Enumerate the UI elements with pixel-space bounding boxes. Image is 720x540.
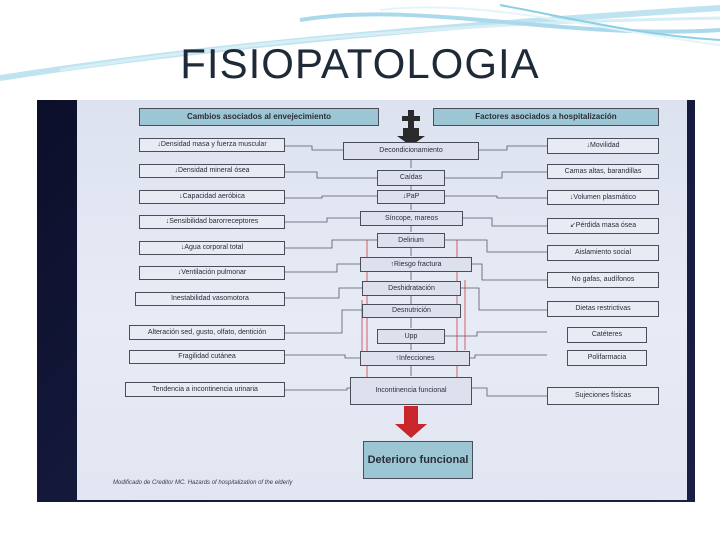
diagram-photo: Cambios asociados al envejecimiento Fact… bbox=[37, 100, 695, 502]
left-item-vasomotor: Inestabilidad vasomotora bbox=[135, 292, 285, 306]
right-item-beds: Camas altas, barandillas bbox=[547, 164, 659, 179]
left-item-ventilation: ↓Ventilación pulmonar bbox=[139, 266, 285, 280]
center-infections: ↑Infecciones bbox=[360, 351, 470, 366]
center-fracture-risk: ↑Riesgo fractura bbox=[360, 257, 472, 272]
left-item-body-water: ↓Agua corporal total bbox=[139, 241, 285, 255]
center-dehydration: Deshidratación bbox=[362, 281, 461, 296]
diagram-paper: Cambios asociados al envejecimiento Fact… bbox=[77, 100, 687, 500]
header-aging-changes: Cambios asociados al envejecimiento bbox=[139, 108, 379, 126]
right-item-mobility: ↓Movilidad bbox=[547, 138, 659, 154]
left-item-incontinence: Tendencia a incontinencia urinaria bbox=[125, 382, 285, 397]
slide-title: FISIOPATOLOGIA bbox=[180, 40, 540, 87]
right-item-plasma-volume: ↓Volumen plasmático bbox=[547, 190, 659, 205]
center-delirium: Delirium bbox=[377, 233, 445, 248]
right-item-social-isolation: Aislamiento social bbox=[547, 245, 659, 261]
left-item-aerobic: ↓Capacidad aeróbica bbox=[139, 190, 285, 204]
decorative-swoosh bbox=[0, 0, 720, 81]
center-falls: Caídas bbox=[377, 170, 445, 186]
left-item-bone-density: ↓Densidad mineral ósea bbox=[139, 164, 285, 178]
center-functional-incontinence: Incontinencia funcional bbox=[350, 377, 472, 405]
center-deconditioning: Decondicionamiento bbox=[343, 142, 479, 160]
right-item-polypharmacy: Polifarmacia bbox=[567, 350, 647, 366]
connector-lines bbox=[285, 110, 547, 438]
center-pap: ↓PaP bbox=[377, 190, 445, 204]
right-item-diets: Dietas restrictivas bbox=[547, 301, 659, 317]
right-item-restraints: Sujeciones físicas bbox=[547, 387, 659, 405]
header-hospital-factors: Factores asociados a hospitalización bbox=[433, 108, 659, 126]
left-item-baroreceptor: ↓Sensibilidad barorreceptores bbox=[139, 215, 285, 229]
left-item-thirst-taste: Alteración sed, gusto, olfato, dentición bbox=[129, 325, 285, 340]
right-item-catheters: Catéteres bbox=[567, 327, 647, 343]
outcome-functional-decline: Deterioro funcional bbox=[363, 441, 473, 479]
center-malnutrition: Desnutrición bbox=[362, 304, 461, 318]
center-upp: Upp bbox=[377, 329, 445, 344]
left-item-skin: Fragilidad cutánea bbox=[129, 350, 285, 364]
source-caption: Modificado de Creditor MC. Hazards of ho… bbox=[113, 480, 293, 486]
left-item-muscle: ↓Densidad masa y fuerza muscular bbox=[139, 138, 285, 152]
right-item-glasses-hearing: No gafas, audífonos bbox=[547, 272, 659, 288]
right-item-bone-loss: ↙Pérdida masa ósea bbox=[547, 218, 659, 234]
center-syncope: Síncope, mareos bbox=[360, 211, 463, 226]
